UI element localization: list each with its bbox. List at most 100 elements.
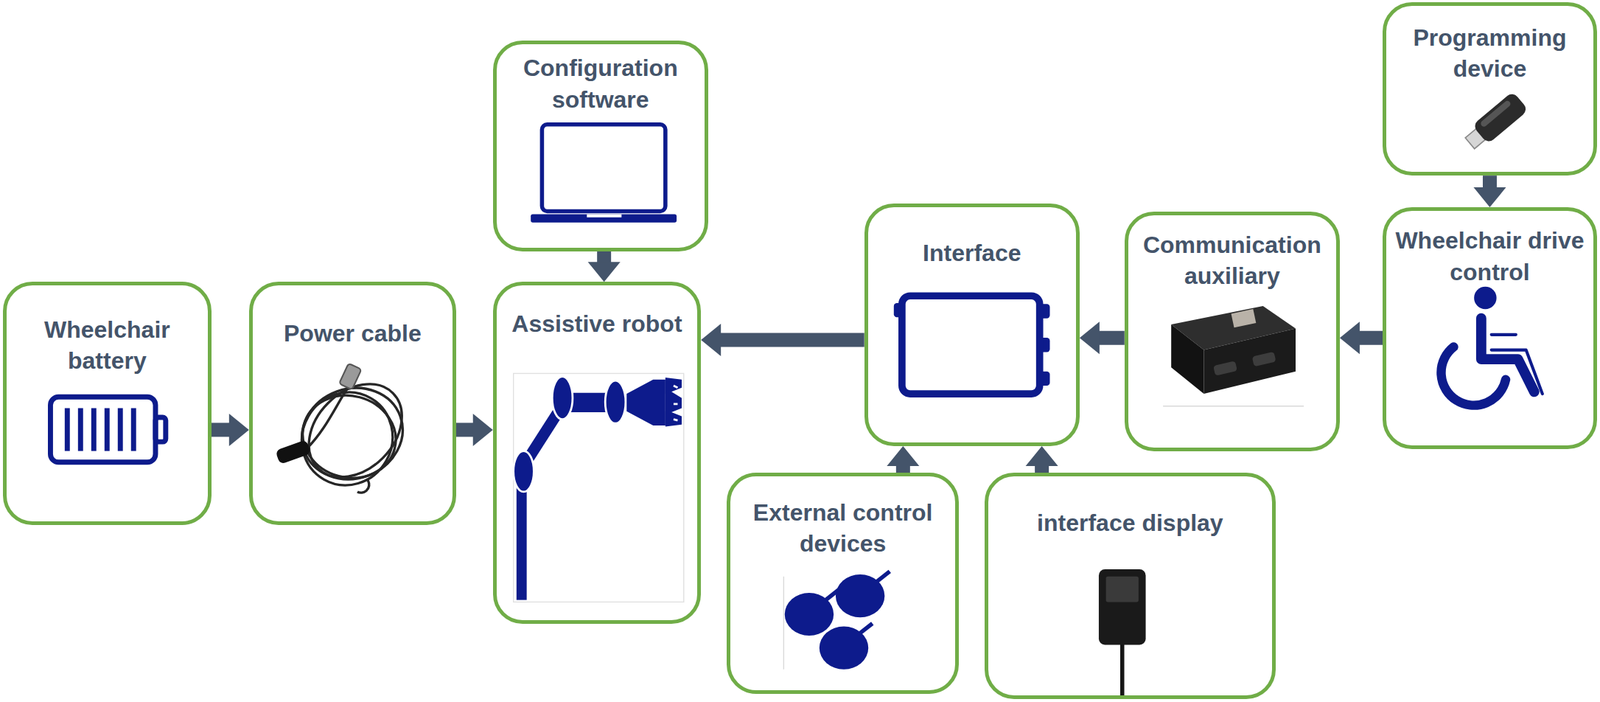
- arrow-head: [1339, 321, 1360, 354]
- block-arrow: [211, 413, 250, 446]
- person-head: [1473, 286, 1497, 309]
- block-arrow: [886, 445, 920, 473]
- laptop-base: [530, 214, 677, 223]
- picture-frame: [513, 372, 684, 602]
- arrow-shaft: [211, 422, 230, 437]
- arrow-head: [229, 413, 250, 446]
- wheelchair-icon: [1440, 286, 1542, 406]
- switch-buttons-picture: [783, 571, 890, 670]
- box-label: Communication auxiliary: [1128, 229, 1337, 292]
- arrow-shaft: [596, 251, 611, 264]
- block-arrow: [1473, 175, 1506, 208]
- component-box: Wheelchair battery: [2, 281, 211, 525]
- battery-bar: [78, 407, 84, 451]
- arrow-shaft: [720, 333, 865, 348]
- box-label: Wheelchair drive control: [1386, 224, 1594, 287]
- arrow-head: [473, 413, 494, 446]
- box-label: Assistive robot: [496, 308, 698, 340]
- usb-body: [1472, 91, 1529, 145]
- usb-shine: [1479, 99, 1512, 128]
- cable-picture: [276, 363, 421, 502]
- cable-coil: [290, 365, 421, 496]
- battery-bar: [104, 407, 110, 451]
- box-port: [1252, 351, 1277, 367]
- gripper-slits: [673, 385, 679, 421]
- battery-icon: [50, 396, 166, 463]
- component-box: Communication auxiliary: [1124, 211, 1340, 452]
- cable-lead: [357, 479, 370, 493]
- switch-button: [784, 592, 834, 636]
- robot-wrist: [626, 379, 666, 426]
- picture-edge: [1162, 405, 1304, 407]
- block-arrow: [1079, 321, 1125, 354]
- battery-bar: [117, 407, 124, 451]
- block-arrow: [456, 413, 494, 446]
- laptop-icon: [530, 124, 677, 223]
- battery-bars: [64, 407, 137, 451]
- component-box: Power cable: [249, 281, 457, 525]
- robot-link: [526, 409, 560, 461]
- box-label: Configuration software: [496, 52, 705, 115]
- battery-bar: [64, 407, 71, 451]
- arrow-shaft: [1034, 465, 1049, 473]
- arrow-head: [1079, 321, 1100, 354]
- component-box: External control devices: [726, 472, 960, 694]
- component-box: Wheelchair drive control: [1382, 207, 1598, 449]
- arrow-shaft: [1482, 175, 1497, 188]
- cable-plug: [339, 363, 362, 390]
- box-front: [1203, 328, 1296, 395]
- arrow-shaft: [1098, 330, 1125, 345]
- interface-icon: [893, 295, 1051, 394]
- cable-plug: [276, 440, 310, 463]
- box-label: [1231, 308, 1257, 328]
- robot-arm-icon: [513, 372, 684, 602]
- display-picture: [1098, 568, 1147, 696]
- robot-joint: [605, 380, 626, 424]
- arrow-shaft: [896, 465, 911, 473]
- box-label: External control devices: [730, 496, 956, 559]
- box-label: Wheelchair battery: [6, 313, 208, 376]
- chair-wheel: [1440, 346, 1506, 405]
- box-label: Programming device: [1386, 22, 1594, 85]
- chair-frame: [1491, 334, 1543, 394]
- component-box: Programming device: [1382, 2, 1598, 176]
- arrow-head: [886, 445, 920, 466]
- arrow-head: [588, 261, 621, 282]
- battery-bar: [131, 407, 137, 451]
- switch-button: [835, 574, 885, 617]
- component-box: Configuration software: [493, 40, 709, 251]
- usb-stick-picture: [1462, 91, 1529, 153]
- display-screen: [1106, 576, 1139, 603]
- block-arrow: [588, 251, 621, 283]
- display-body: [1098, 568, 1147, 645]
- robot-joint: [513, 451, 535, 492]
- component-box: Interface: [864, 203, 1080, 447]
- box-label: Interface: [868, 237, 1077, 269]
- aux-box-picture: [1162, 305, 1304, 407]
- box-side: [1171, 324, 1204, 394]
- component-box: Assistive robot: [493, 281, 701, 624]
- arrow-head: [700, 323, 721, 356]
- block-arrow: [1025, 445, 1059, 473]
- robot-joint: [552, 376, 573, 420]
- block-arrow: [700, 323, 865, 356]
- box-label: Power cable: [252, 317, 453, 349]
- display-cable: [1120, 642, 1125, 696]
- picture-edge: [783, 576, 785, 670]
- robot-base: [516, 479, 527, 600]
- box-label: interface display: [988, 507, 1273, 539]
- laptop-notch: [586, 214, 622, 218]
- arrow-head: [1025, 445, 1059, 466]
- battery-body: [50, 396, 156, 463]
- component-box: interface display: [984, 472, 1276, 699]
- battery-bar: [91, 407, 97, 451]
- cable-lead: [306, 385, 350, 449]
- switch-button: [819, 626, 869, 670]
- block-arrow: [1339, 321, 1383, 354]
- cable-coil: [285, 375, 410, 502]
- robot-gripper: [665, 377, 682, 426]
- arrow-shaft: [456, 422, 474, 437]
